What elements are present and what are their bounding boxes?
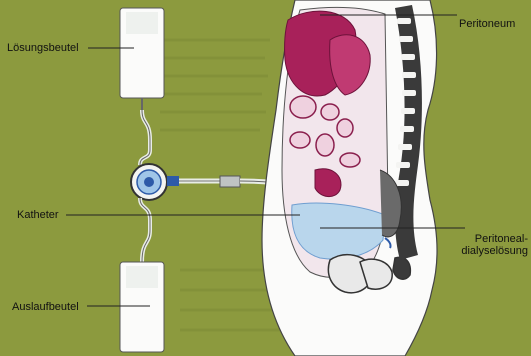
outflow-bag	[120, 262, 164, 352]
label-catheter: Katheter	[17, 209, 59, 221]
label-peritoneum: Peritoneum	[459, 18, 515, 30]
label-dialysis-solution-line2: dialyselösung	[458, 245, 528, 257]
label-solution-bag: Lösungsbeutel	[7, 42, 79, 54]
body-cross-section	[262, 0, 437, 356]
label-outflow-bag: Auslaufbeutel	[12, 301, 79, 313]
y-connector	[131, 164, 167, 200]
label-dialysis-solution: Peritoneal- dialyselösung	[458, 233, 528, 257]
label-dialysis-solution-line1: Peritoneal-	[458, 233, 528, 245]
solution-bag	[120, 8, 164, 110]
